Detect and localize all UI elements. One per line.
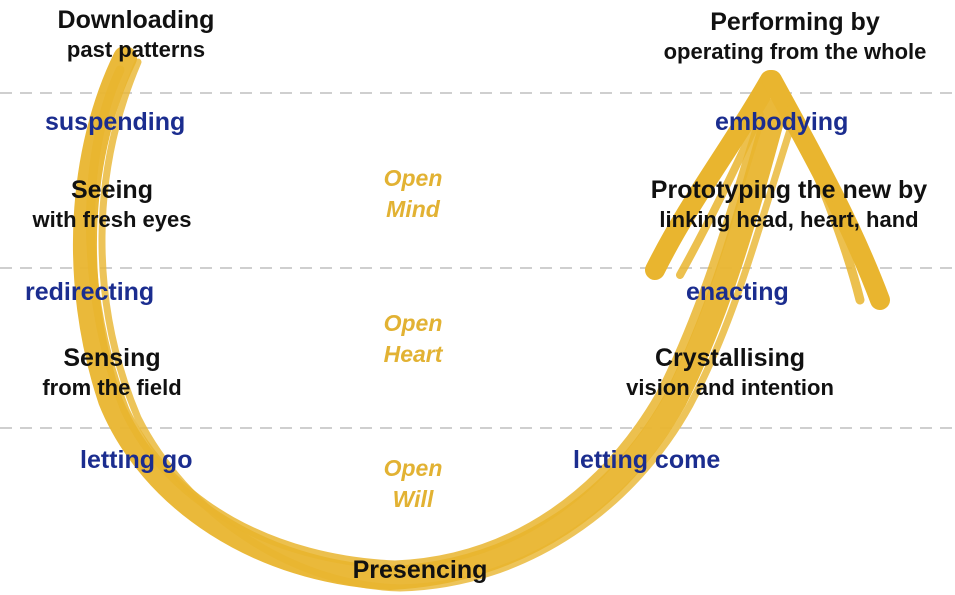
stage-prototyping-subtitle: linking head, heart, hand bbox=[659, 207, 919, 232]
stage-performing: Performing by operating from the whole bbox=[640, 10, 950, 63]
stage-presencing-title: Presencing bbox=[352, 556, 488, 584]
stage-presencing: Presencing bbox=[320, 558, 520, 583]
stage-sensing-subtitle: from the field bbox=[42, 375, 182, 400]
stage-downloading-title: Downloading bbox=[57, 6, 215, 34]
u-arrow-stroke-inner bbox=[86, 65, 765, 570]
level-open-mind: Open Mind bbox=[363, 167, 463, 221]
stage-crystallising-subtitle: vision and intention bbox=[626, 375, 834, 400]
u-arrow-head-right bbox=[762, 70, 890, 310]
u-arrow-head-left bbox=[645, 70, 780, 280]
action-redirecting: redirecting bbox=[25, 278, 155, 306]
action-enacting: enacting bbox=[686, 278, 789, 306]
stage-crystallising: Crystallising vision and intention bbox=[595, 346, 865, 399]
action-embodying: embodying bbox=[715, 108, 849, 136]
level-open-will-line1: Open bbox=[383, 455, 443, 481]
level-open-mind-line1: Open bbox=[383, 165, 443, 191]
stage-seeing-title: Seeing bbox=[71, 176, 153, 204]
u-arrow-stroke-main bbox=[72, 46, 787, 590]
stage-sensing: Sensing from the field bbox=[12, 346, 212, 399]
action-suspending: suspending bbox=[45, 108, 186, 136]
stage-performing-subtitle: operating from the whole bbox=[663, 39, 927, 64]
level-open-heart-line2: Heart bbox=[383, 341, 443, 367]
stage-performing-title: Performing by bbox=[710, 8, 880, 36]
u-arrow-head-fringe bbox=[785, 105, 865, 305]
stage-downloading-subtitle: past patterns bbox=[66, 37, 206, 62]
action-letting-come: letting come bbox=[573, 446, 721, 474]
stage-prototyping-title: Prototyping the new by bbox=[650, 176, 928, 204]
level-open-will: Open Will bbox=[363, 457, 463, 511]
u-arrow-stroke-outer bbox=[98, 58, 794, 592]
stage-sensing-title: Sensing bbox=[63, 344, 161, 372]
level-open-heart-line1: Open bbox=[383, 310, 443, 336]
level-open-heart: Open Heart bbox=[363, 312, 463, 366]
u-arrow-head-fringe-2 bbox=[676, 111, 764, 279]
u-arrow bbox=[72, 46, 890, 592]
stage-seeing: Seeing with fresh eyes bbox=[12, 178, 212, 231]
action-letting-go: letting go bbox=[80, 446, 193, 474]
level-open-mind-line2: Mind bbox=[386, 196, 440, 222]
stage-downloading: Downloading past patterns bbox=[36, 8, 236, 61]
stage-seeing-subtitle: with fresh eyes bbox=[32, 207, 192, 232]
level-open-will-line2: Will bbox=[392, 486, 434, 512]
stage-crystallising-title: Crystallising bbox=[654, 344, 806, 372]
stage-prototyping: Prototyping the new by linking head, hea… bbox=[630, 178, 948, 231]
